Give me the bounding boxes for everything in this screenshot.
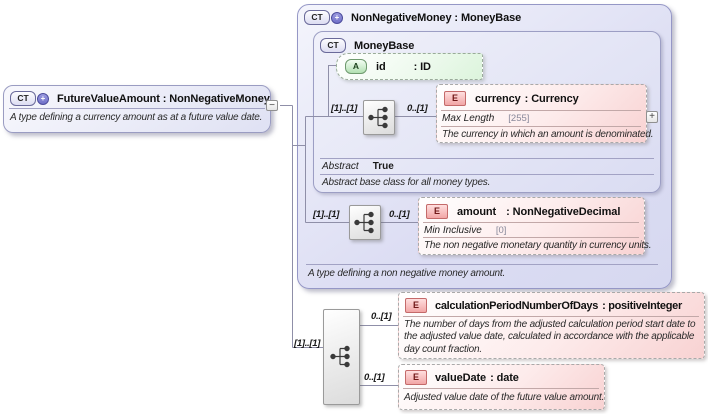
- ct-badge: CT: [304, 10, 330, 25]
- facet-value: [0]: [495, 225, 507, 236]
- attribute-id-name: id: [376, 60, 386, 73]
- element-valuedate-box[interactable]: E valueDate: date Adjusted value date of…: [398, 364, 605, 410]
- element-amount-box[interactable]: E amount : NonNegativeDecimal Min Inclusi…: [418, 197, 652, 255]
- element-type: : Currency: [524, 92, 579, 105]
- sequence-compositor[interactable]: [349, 205, 381, 240]
- expand-button[interactable]: +: [646, 111, 658, 123]
- divider: [320, 174, 654, 175]
- element-name: amount: [457, 205, 497, 218]
- complextype-plus-icon: CT+: [10, 91, 49, 106]
- plus-glyph: +: [37, 92, 49, 105]
- cardinality-label: [1]..[1]: [294, 338, 321, 349]
- moneybase-annotation: Abstract base class for all money types.: [322, 177, 491, 188]
- element-amount-title: amount : NonNegativeDecimal: [457, 206, 620, 218]
- complextype-plus-icon: CT+: [304, 10, 343, 25]
- element-currency-box[interactable]: E currency: Currency Max Length [255] The…: [436, 84, 653, 143]
- facet-label: Max Length: [442, 113, 495, 124]
- collapse-button[interactable]: −: [266, 100, 278, 111]
- element-type: : positiveInteger: [602, 299, 682, 312]
- moneybase-title: MoneyBase: [354, 39, 415, 52]
- nonnegativemoney-annotation: A type defining a non negative money amo…: [308, 268, 506, 279]
- cardinality-label: [1]..[1]: [313, 209, 340, 220]
- attribute-icon: A: [345, 59, 367, 74]
- plus-glyph: +: [331, 11, 343, 24]
- cardinality-label: [1]..[1]: [331, 103, 358, 114]
- complextype-futurevalueamount-box[interactable]: CT+ FutureValueAmount : NonNegativeMoney…: [3, 85, 271, 133]
- sequence-compositor[interactable]: [323, 309, 360, 405]
- divider: [441, 110, 641, 111]
- element-name: valueDate: [435, 371, 487, 384]
- element-icon: E: [444, 91, 466, 106]
- element-calculationperiodnumberofdays-box[interactable]: E calculationPeriodNumberOfDays: positiv…: [398, 292, 705, 359]
- sequence-compositor[interactable]: [363, 100, 395, 135]
- element-amount-description: The non negative monetary quantity in cu…: [424, 240, 652, 251]
- element-icon: E: [405, 298, 427, 313]
- divider: [403, 388, 599, 389]
- element-type: : date: [490, 371, 519, 384]
- divider: [423, 237, 639, 238]
- abstract-label: Abstract: [322, 161, 359, 172]
- cardinality-label: 0..[1]: [371, 311, 392, 322]
- divider: [403, 316, 699, 317]
- facet-label: Min Inclusive: [424, 225, 482, 236]
- sequence-icon: [354, 211, 374, 234]
- element-name: currency: [475, 92, 521, 105]
- maxlength-facet: Max Length [255]: [442, 113, 529, 124]
- root-type-description: A type defining a currency amount as at …: [10, 112, 263, 123]
- divider: [320, 158, 654, 159]
- element-calcdays-title: calculationPeriodNumberOfDays: positiveI…: [435, 300, 682, 312]
- nonnegativemoney-title: NonNegativeMoney : MoneyBase: [351, 11, 522, 24]
- element-valuedate-description: Adjusted value date of the future value …: [404, 392, 605, 403]
- element-currency-title: currency: Currency: [475, 93, 579, 105]
- element-valuedate-title: valueDate: date: [435, 372, 519, 384]
- divider: [306, 264, 658, 265]
- cardinality-label: 0..[1]: [364, 372, 385, 383]
- attribute-id-box[interactable]: A id : ID: [336, 53, 483, 80]
- root-type-title: FutureValueAmount : NonNegativeMoney: [57, 92, 270, 105]
- mininclusive-facet: Min Inclusive [0]: [424, 225, 506, 236]
- element-icon: E: [405, 370, 427, 385]
- sequence-icon: [368, 106, 388, 129]
- element-currency-description: The currency in which an amount is denom…: [442, 129, 654, 140]
- element-type: : NonNegativeDecimal: [506, 205, 621, 218]
- element-name: calculationPeriodNumberOfDays: [435, 299, 599, 312]
- cardinality-label: 0..[1]: [407, 103, 428, 114]
- ct-badge: CT: [10, 91, 36, 106]
- divider: [423, 222, 639, 223]
- divider: [441, 126, 641, 127]
- facet-value: [255]: [508, 113, 530, 124]
- element-calcdays-description: The number of days from the adjusted cal…: [404, 319, 696, 355]
- divider: [9, 108, 265, 109]
- abstract-facet: Abstract True: [322, 161, 394, 172]
- cardinality-label: 0..[1]: [389, 209, 410, 220]
- sequence-icon: [330, 345, 350, 368]
- element-icon: E: [426, 204, 448, 219]
- attribute-id-type: : ID: [413, 60, 431, 73]
- abstract-value: True: [372, 161, 394, 172]
- ct-icon: CT: [320, 38, 346, 53]
